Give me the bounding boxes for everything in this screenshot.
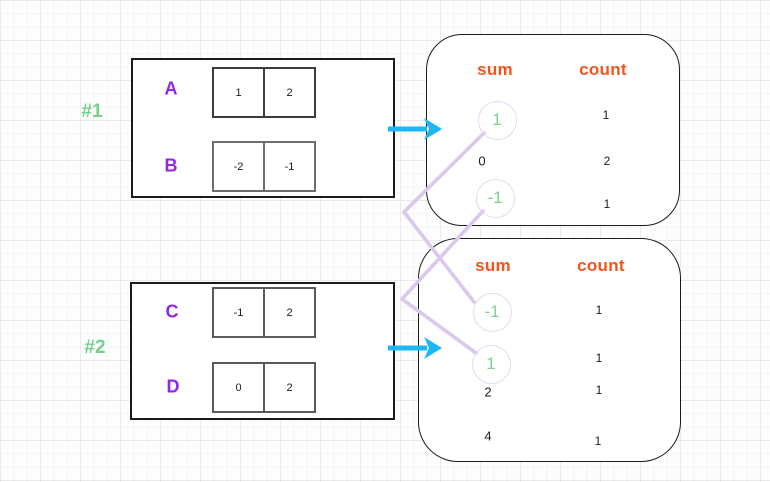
- array-c-label: C: [165, 301, 179, 322]
- array-cell: 1: [212, 67, 265, 118]
- count-value: 1: [595, 303, 603, 317]
- array-cell: 2: [263, 67, 316, 118]
- count-header: count: [579, 60, 627, 79]
- sum-value: 4: [484, 428, 492, 444]
- example-2-result-table: [418, 238, 681, 462]
- array-cell: 2: [263, 287, 316, 338]
- sum-circle: -1: [472, 292, 512, 332]
- example-1-result-table: [426, 34, 680, 226]
- array-d-cells: 0 2: [212, 362, 316, 413]
- count-value: 1: [595, 351, 603, 365]
- sum-header: sum: [477, 60, 513, 79]
- array-a-cells: 1 2: [212, 67, 316, 118]
- sum-value: 0: [478, 153, 486, 169]
- sum-circle: 1: [477, 100, 517, 140]
- array-a-label: A: [164, 78, 178, 99]
- count-value: 1: [603, 197, 611, 211]
- sum-value: 2: [484, 384, 492, 400]
- count-value: 1: [595, 383, 603, 397]
- example-1-label: #1: [81, 101, 103, 122]
- array-cell: -1: [212, 287, 265, 338]
- count-header: count: [577, 256, 625, 275]
- count-value: 2: [603, 154, 611, 168]
- count-value: 1: [594, 434, 602, 448]
- array-cell: 0: [212, 362, 265, 413]
- sum-circle: 1: [471, 344, 511, 384]
- array-cell: 2: [263, 362, 316, 413]
- array-b-cells: -2 -1: [212, 141, 316, 192]
- sum-header: sum: [475, 256, 511, 275]
- count-value: 1: [602, 108, 610, 122]
- array-d-label: D: [166, 376, 180, 397]
- array-cell: -1: [263, 141, 316, 192]
- array-c-cells: -1 2: [212, 287, 316, 338]
- example-2-label: #2: [84, 337, 106, 358]
- sum-circle: -1: [475, 178, 515, 218]
- array-b-label: B: [164, 155, 178, 176]
- array-cell: -2: [212, 141, 265, 192]
